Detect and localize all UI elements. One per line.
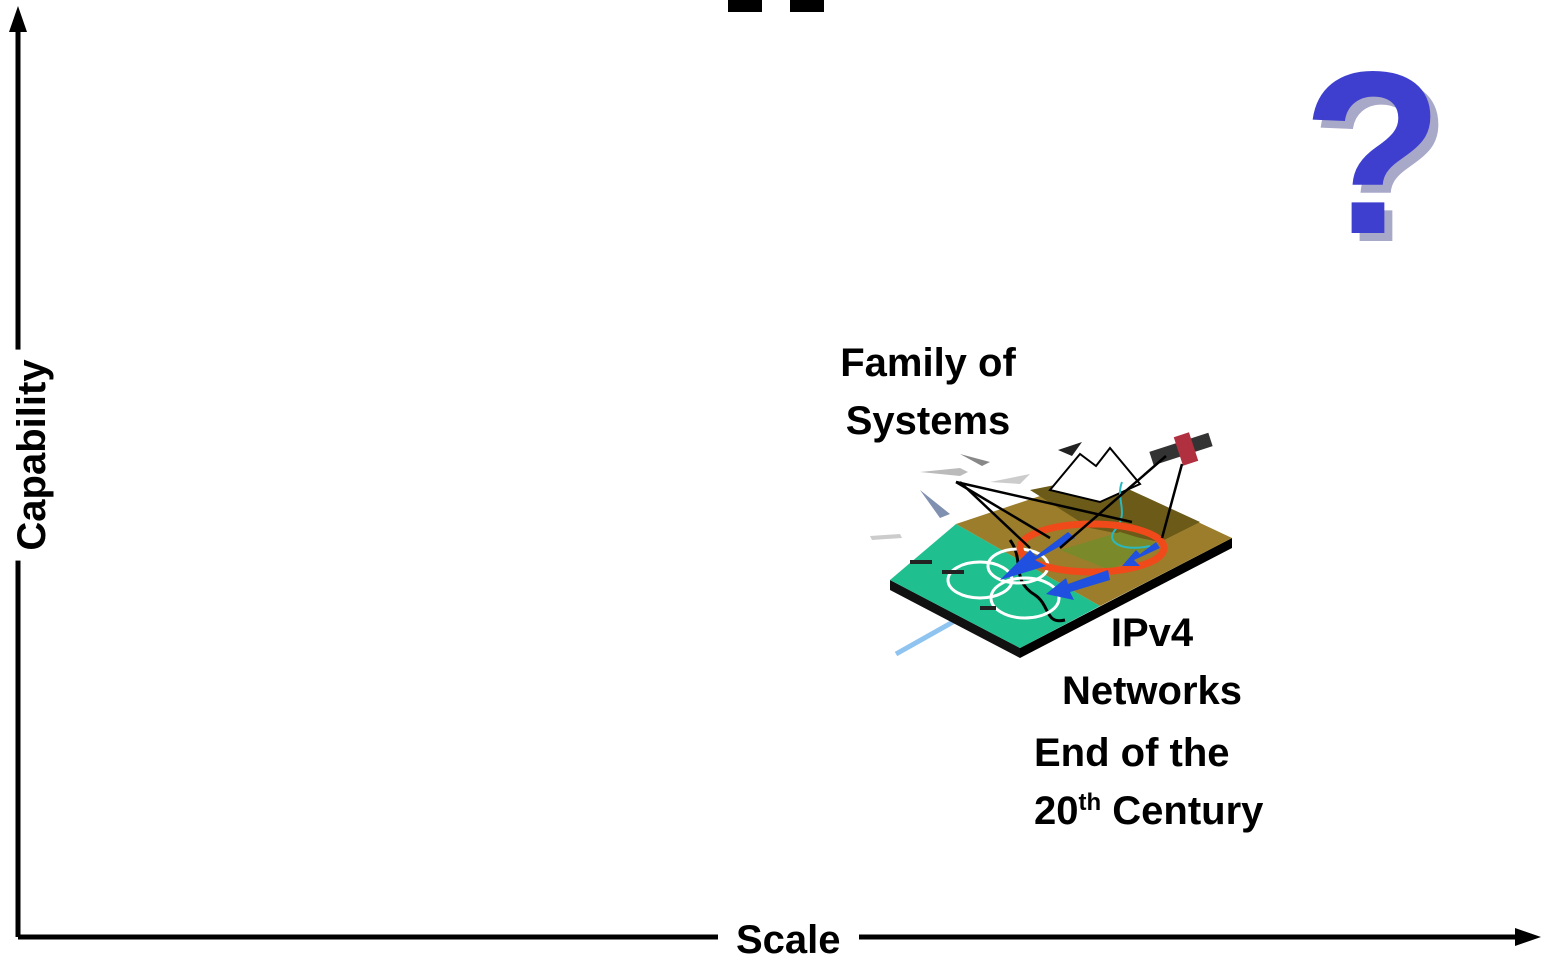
title-fragment — [728, 0, 824, 12]
y-axis-arrowhead — [9, 6, 27, 32]
ipv4-line-1: IPv4 — [1110, 611, 1194, 655]
era-number: 20 — [1034, 789, 1079, 833]
ipv4-line-2: Networks — [1061, 669, 1243, 713]
platform-side-left — [890, 580, 1020, 658]
x-axis-label: Scale — [718, 918, 859, 962]
land-green — [1060, 532, 1160, 570]
battlefield-illustration — [870, 432, 1232, 658]
y-axis-label: Capability — [10, 349, 54, 561]
era-label: End of the 20th Century — [1034, 724, 1263, 840]
era-line-1: End of the — [1034, 731, 1230, 775]
aircraft — [960, 454, 990, 466]
coastline — [1008, 539, 1066, 623]
sea-area — [890, 524, 1100, 648]
era-word: Century — [1101, 789, 1264, 833]
aircraft — [920, 490, 950, 518]
blue-arrow — [1046, 570, 1110, 600]
family-line-2: Systems — [845, 399, 1011, 443]
mountain — [1048, 446, 1142, 504]
ship — [910, 560, 932, 564]
platform-side-right — [1020, 538, 1232, 658]
blue-arrow — [1000, 532, 1075, 580]
ship — [980, 606, 996, 610]
connector-line — [894, 615, 962, 657]
question-mark: ? — [1302, 24, 1444, 283]
x-axis-arrowhead — [1515, 928, 1541, 946]
era-suffix: th — [1078, 789, 1102, 816]
white-ring — [989, 576, 1061, 620]
orange-ring — [1016, 520, 1168, 576]
blue-arrow — [1122, 542, 1160, 566]
ship — [942, 570, 964, 574]
satellite-panel — [1173, 432, 1199, 466]
aircraft — [920, 468, 968, 476]
missile — [870, 534, 902, 540]
family-line-1: Family of — [840, 341, 1016, 385]
ipv4-networks-label: IPv4 Networks — [1056, 604, 1248, 720]
aircraft — [990, 474, 1030, 484]
era-line-2: 20th Century — [1034, 782, 1263, 840]
link-lines — [955, 455, 1184, 549]
stealth-aircraft — [1058, 442, 1082, 456]
family-of-systems-label: Family of Systems — [822, 334, 1034, 450]
